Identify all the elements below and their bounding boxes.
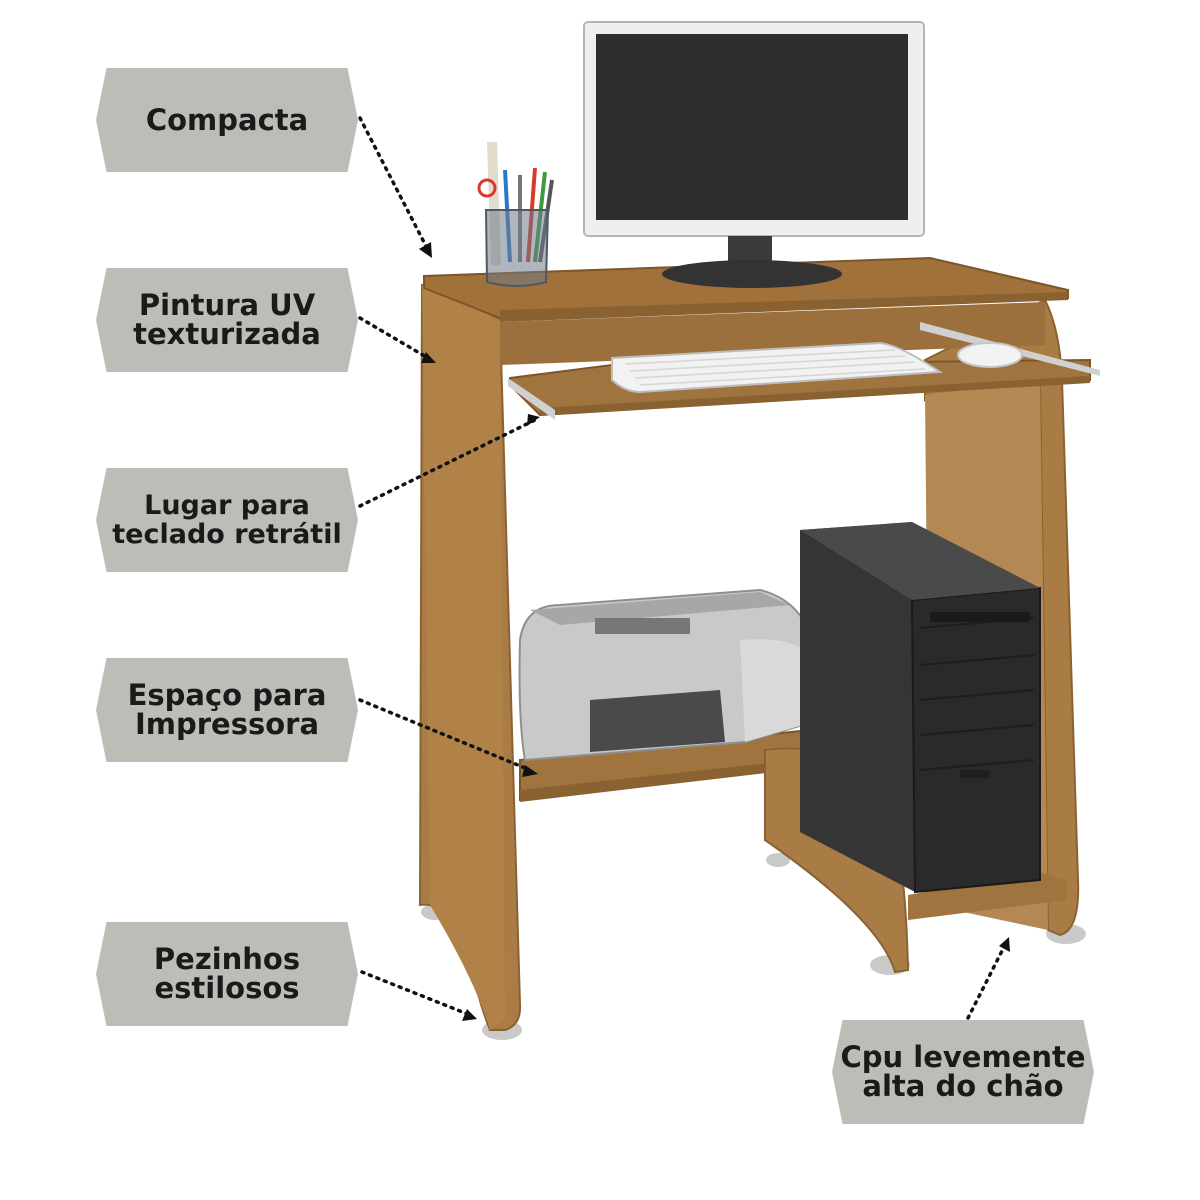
feature-label-pezinhos: Pezinhos estilosos <box>96 922 358 1026</box>
feature-label-pintura-uv: Pintura UV texturizada <box>96 268 358 372</box>
feature-label-teclado: Lugar para teclado retrátil <box>96 468 358 572</box>
pointer-pezinhos <box>360 970 472 1017</box>
feature-label-line: Pintura UV <box>138 288 316 322</box>
pointer-teclado <box>358 418 537 508</box>
monitor-base <box>662 260 842 288</box>
feature-label-impressora: Espaço para Impressora <box>96 658 358 762</box>
tray-rail-left <box>508 378 555 420</box>
feature-label-line: estilosos <box>154 971 300 1005</box>
pointer-pintura <box>358 316 430 360</box>
arrowhead-compacta <box>419 242 432 258</box>
pointer-impressora <box>358 698 532 772</box>
foot-cpu-shelf <box>766 853 790 867</box>
feature-label-line: Espaço para <box>127 678 327 712</box>
arrowhead-pintura <box>421 352 436 363</box>
arrowhead-pezinhos <box>462 1009 477 1021</box>
feature-label-line: Compacta <box>145 102 309 137</box>
pen-holder <box>477 141 554 287</box>
monitor-screen <box>596 34 908 220</box>
feature-label-line: teclado retrátil <box>112 519 342 550</box>
feature-label-line: Pezinhos <box>153 942 301 976</box>
feature-label-line: Impressora <box>134 707 320 741</box>
arrowhead-teclado <box>527 414 540 426</box>
feature-label-compacta: Compacta <box>96 68 358 172</box>
arrowhead-impressora <box>522 765 538 777</box>
feature-label-line: alta do chão <box>862 1069 1064 1103</box>
arrowhead-cpu <box>999 937 1010 952</box>
feature-label-line: texturizada <box>133 317 321 351</box>
keyboard <box>611 341 943 394</box>
cpu-tower <box>800 522 1041 894</box>
pointer-compacta <box>358 116 430 252</box>
feature-label-line: Cpu levemente <box>840 1040 1086 1074</box>
feature-label-cpu: Cpu levemente alta do chão <box>832 1020 1094 1124</box>
cpu-bottom-shelf <box>908 872 1066 920</box>
mouse <box>957 342 1023 368</box>
pointer-cpu <box>966 943 1007 1020</box>
feature-label-line: Lugar para <box>144 490 310 521</box>
